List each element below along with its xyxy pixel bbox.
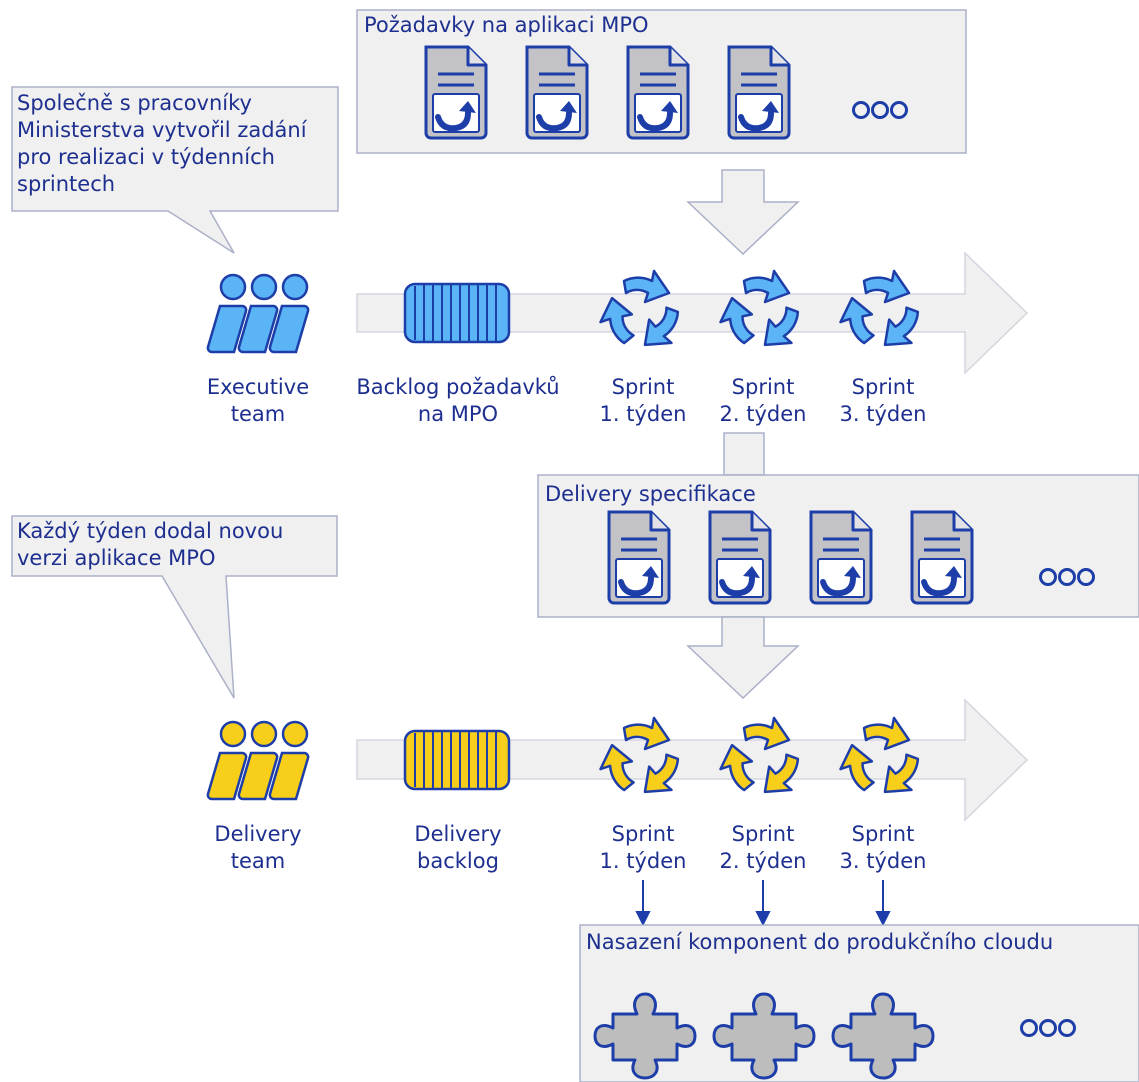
label-line: team bbox=[230, 402, 286, 426]
delivery-team-label: Delivery team bbox=[183, 821, 333, 875]
label-line: 2. týden bbox=[719, 402, 807, 426]
deploy-arrows bbox=[635, 880, 891, 927]
document-update-icon bbox=[628, 47, 688, 138]
label-line: 1. týden bbox=[599, 849, 687, 873]
label-line: Sprint bbox=[611, 375, 675, 399]
document-update-icon bbox=[912, 512, 972, 603]
backlog-stack-icon bbox=[403, 282, 511, 344]
label-line: Executive bbox=[206, 375, 310, 399]
callout-top-line: sprintech bbox=[17, 172, 116, 196]
executive-sprint-2-label: Sprint 2. týden bbox=[707, 374, 819, 428]
label-line: na MPO bbox=[417, 402, 499, 426]
document-update-icon bbox=[527, 47, 587, 138]
label-line: Backlog požadavků bbox=[356, 375, 560, 399]
label-line: Delivery bbox=[214, 822, 302, 846]
deployment-panel-title: Nasazení komponent do produkčního cloudu bbox=[586, 930, 1054, 954]
label-line: 1. týden bbox=[599, 402, 687, 426]
delivery-team-icon bbox=[206, 720, 310, 801]
label-line: backlog bbox=[417, 849, 499, 873]
flow-down-arrow bbox=[686, 616, 800, 700]
executive-team-icon bbox=[206, 273, 310, 354]
callout-top-line: Společně s pracovníky bbox=[17, 91, 252, 115]
label-line: Delivery bbox=[414, 822, 502, 846]
label-line: team bbox=[230, 849, 286, 873]
label-line: 2. týden bbox=[719, 849, 807, 873]
document-update-icon bbox=[811, 512, 871, 603]
callout-top-line: pro realizaci v týdenních bbox=[17, 145, 275, 169]
flow-down-arrow bbox=[686, 169, 800, 256]
label-line: Sprint bbox=[851, 375, 915, 399]
delivery-sprint-1-label: Sprint 1. týden bbox=[587, 821, 699, 875]
label-line: 3. týden bbox=[839, 849, 927, 873]
document-update-icon bbox=[426, 47, 486, 138]
connector-bar bbox=[723, 432, 765, 476]
callout-top-line: Ministerstva vytvořil zadání bbox=[17, 118, 307, 142]
label-line: Sprint bbox=[851, 822, 915, 846]
callout-bottom-bubble bbox=[11, 515, 338, 699]
callout-top-bubble bbox=[11, 86, 339, 254]
backlog-stack-icon bbox=[403, 729, 511, 791]
delivery-sprint-3-label: Sprint 3. týden bbox=[827, 821, 939, 875]
document-update-icon bbox=[710, 512, 770, 603]
label-line: 3. týden bbox=[839, 402, 927, 426]
callout-bottom-line: Každý týden dodal novou bbox=[17, 519, 284, 543]
executive-team-label: Executive team bbox=[183, 374, 333, 428]
delivery-spec-panel-title: Delivery specifikace bbox=[545, 482, 756, 506]
executive-sprint-1-label: Sprint 1. týden bbox=[587, 374, 699, 428]
executive-backlog-label: Backlog požadavků na MPO bbox=[333, 374, 583, 428]
requirements-panel-title: Požadavky na aplikaci MPO bbox=[364, 13, 649, 37]
label-line: Sprint bbox=[731, 375, 795, 399]
callout-top-text: Společně s pracovníky Ministerstva vytvo… bbox=[17, 90, 307, 198]
document-update-icon bbox=[729, 47, 789, 138]
delivery-sprint-2-label: Sprint 2. týden bbox=[707, 821, 819, 875]
delivery-backlog-label: Delivery backlog bbox=[383, 821, 533, 875]
callout-bottom-line: verzi aplikace MPO bbox=[17, 546, 216, 570]
label-line: Sprint bbox=[731, 822, 795, 846]
executive-sprint-3-label: Sprint 3. týden bbox=[827, 374, 939, 428]
label-line: Sprint bbox=[611, 822, 675, 846]
callout-bottom-text: Každý týden dodal novou verzi aplikace M… bbox=[17, 518, 283, 572]
document-update-icon bbox=[609, 512, 669, 603]
